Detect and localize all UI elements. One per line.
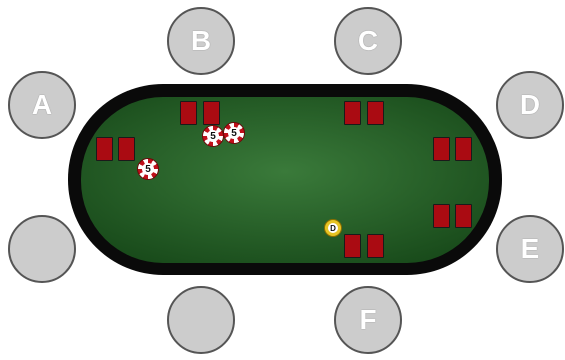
seat-empty-bottom-left[interactable] [166, 285, 236, 355]
seat-b-card-1 [180, 101, 197, 125]
seat-c-circle [333, 6, 403, 76]
seat-empty-bottom-left-circle [166, 285, 236, 355]
seat-f-card-1 [344, 234, 361, 258]
seat-empty-left-circle [7, 214, 77, 284]
seat-d[interactable]: D [495, 70, 565, 140]
table-felt [81, 97, 489, 263]
dealer-button-label: D [328, 223, 338, 233]
seat-a-circle [7, 70, 77, 140]
seat-e[interactable]: E [495, 214, 565, 284]
bet-chip-label: 5 [207, 130, 219, 142]
seat-f-card-2 [367, 234, 384, 258]
seat-d-circle [495, 70, 565, 140]
bet-chip-label: 5 [142, 163, 154, 175]
seat-d-card-1 [433, 137, 450, 161]
seat-c-card-1 [344, 101, 361, 125]
dealer-button: D [324, 219, 342, 237]
seat-b[interactable]: B [166, 6, 236, 76]
bet-chip-seat-b-2: 5 [223, 122, 245, 144]
seat-empty-left[interactable] [7, 214, 77, 284]
seat-d-card-2 [455, 137, 472, 161]
seat-a[interactable]: A [7, 70, 77, 140]
seat-a-card-1 [96, 137, 113, 161]
seat-f-circle [333, 285, 403, 355]
seat-e-circle [495, 214, 565, 284]
seat-c[interactable]: C [333, 6, 403, 76]
seat-e-card-2 [455, 204, 472, 228]
bet-chip-label: 5 [228, 127, 240, 139]
seat-a-card-2 [118, 137, 135, 161]
seat-e-card-1 [433, 204, 450, 228]
seat-b-card-2 [203, 101, 220, 125]
seat-b-circle [166, 6, 236, 76]
seat-c-card-2 [367, 101, 384, 125]
bet-chip-seat-b-1: 5 [202, 125, 224, 147]
bet-chip-seat-a: 5 [137, 158, 159, 180]
seat-f[interactable]: F [333, 285, 403, 355]
